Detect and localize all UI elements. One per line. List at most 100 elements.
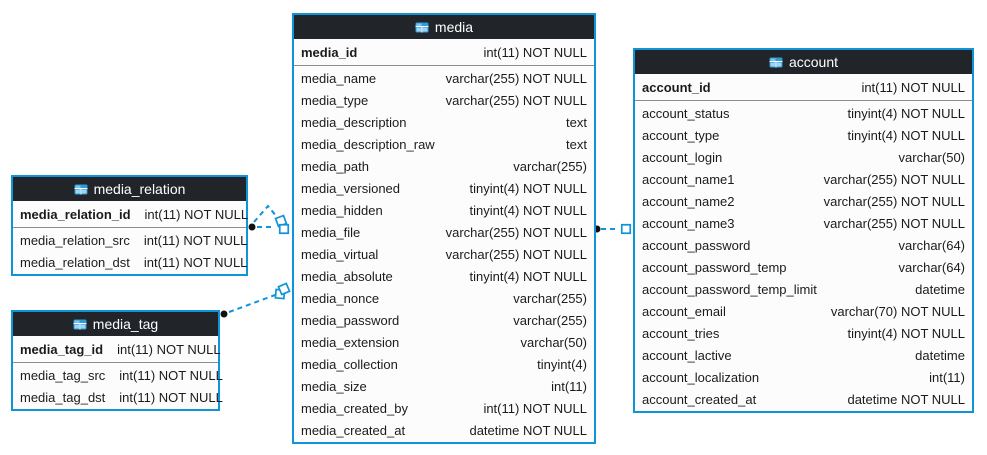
field-name: account_localization <box>642 369 760 385</box>
table-title: media_relation <box>93 181 186 197</box>
field-row[interactable]: account_localization int(11) <box>635 366 972 388</box>
field-name: media_created_at <box>301 422 406 438</box>
table-icon <box>769 57 783 68</box>
field-name: media_tag_id <box>20 341 104 357</box>
field-name: media_description_raw <box>301 136 435 152</box>
field-name: account_password <box>642 237 751 253</box>
field-type: varchar(255) <box>513 312 587 328</box>
field-name: media_created_by <box>301 400 408 416</box>
table-title: media <box>434 19 474 35</box>
table-icon <box>73 319 87 330</box>
field-type: int(11) NOT NULL <box>483 400 587 416</box>
field-name: media_versioned <box>301 180 401 196</box>
field-name: media_name <box>301 70 377 86</box>
field-name: account_type <box>642 127 720 143</box>
field-name: account_name2 <box>642 193 735 209</box>
table-media-tag[interactable]: media_tag media_tag_id int(11) NOT NULL m… <box>11 310 223 411</box>
field-row[interactable]: media_file varchar(255) NOT NULL <box>294 221 594 243</box>
field-type: varchar(70) NOT NULL <box>830 303 965 319</box>
field-type: int(11) NOT NULL <box>119 367 223 383</box>
field-name: media_password <box>301 312 400 328</box>
field-row[interactable]: account_password varchar(64) <box>635 234 972 256</box>
field-type: int(11) NOT NULL <box>117 341 221 357</box>
relationship-media_relation-media[interactable] <box>248 204 293 237</box>
table-account-header[interactable]: account <box>635 50 972 74</box>
field-row[interactable]: media_password varchar(255) <box>294 309 594 331</box>
field-name: account_name1 <box>642 171 735 187</box>
field-type: varchar(50) <box>520 334 587 350</box>
diamond-marker <box>277 282 291 296</box>
field-name: media_hidden <box>301 202 383 218</box>
pk-row[interactable]: media_tag_id int(11) NOT NULL <box>13 336 221 362</box>
relationship-media-account[interactable] <box>593 221 635 238</box>
field-row[interactable]: media_tag_src int(11) NOT NULL <box>13 364 223 386</box>
table-media-header[interactable]: media <box>294 15 594 39</box>
field-name: media_relation_id <box>20 206 131 222</box>
table-icon <box>74 184 88 195</box>
field-name: account_password_temp <box>642 259 787 275</box>
field-type: datetime <box>915 281 965 297</box>
table-title: media_tag <box>92 316 159 332</box>
table-media-relation-header[interactable]: media_relation <box>13 177 246 201</box>
field-type: varchar(64) <box>898 237 965 253</box>
table-media-tag-header[interactable]: media_tag <box>13 312 218 336</box>
field-name: media_file <box>301 224 361 240</box>
field-row[interactable]: account_name2 varchar(255) NOT NULL <box>635 190 972 212</box>
field-name: account_tries <box>642 325 720 341</box>
field-name: media_absolute <box>301 268 393 284</box>
field-type: int(11) <box>929 369 965 385</box>
field-name: account_lactive <box>642 347 732 363</box>
dot-marker <box>220 310 228 318</box>
field-name: media_collection <box>301 356 398 372</box>
field-type: int(11) <box>551 378 587 394</box>
field-type: int(11) NOT NULL <box>143 232 248 248</box>
field-name: media_id <box>301 44 358 60</box>
field-type: varchar(255) NOT NULL <box>445 224 587 240</box>
relationship-media_tag-media[interactable] <box>220 281 292 318</box>
field-name: media_type <box>301 92 369 108</box>
field-name: account_created_at <box>642 391 757 407</box>
field-type: text <box>566 114 587 130</box>
field-type: varchar(255) NOT NULL <box>823 193 965 209</box>
field-row[interactable]: media_created_by int(11) NOT NULL <box>294 397 594 419</box>
field-name: account_login <box>642 149 723 165</box>
field-name: media_tag_src <box>20 367 106 383</box>
